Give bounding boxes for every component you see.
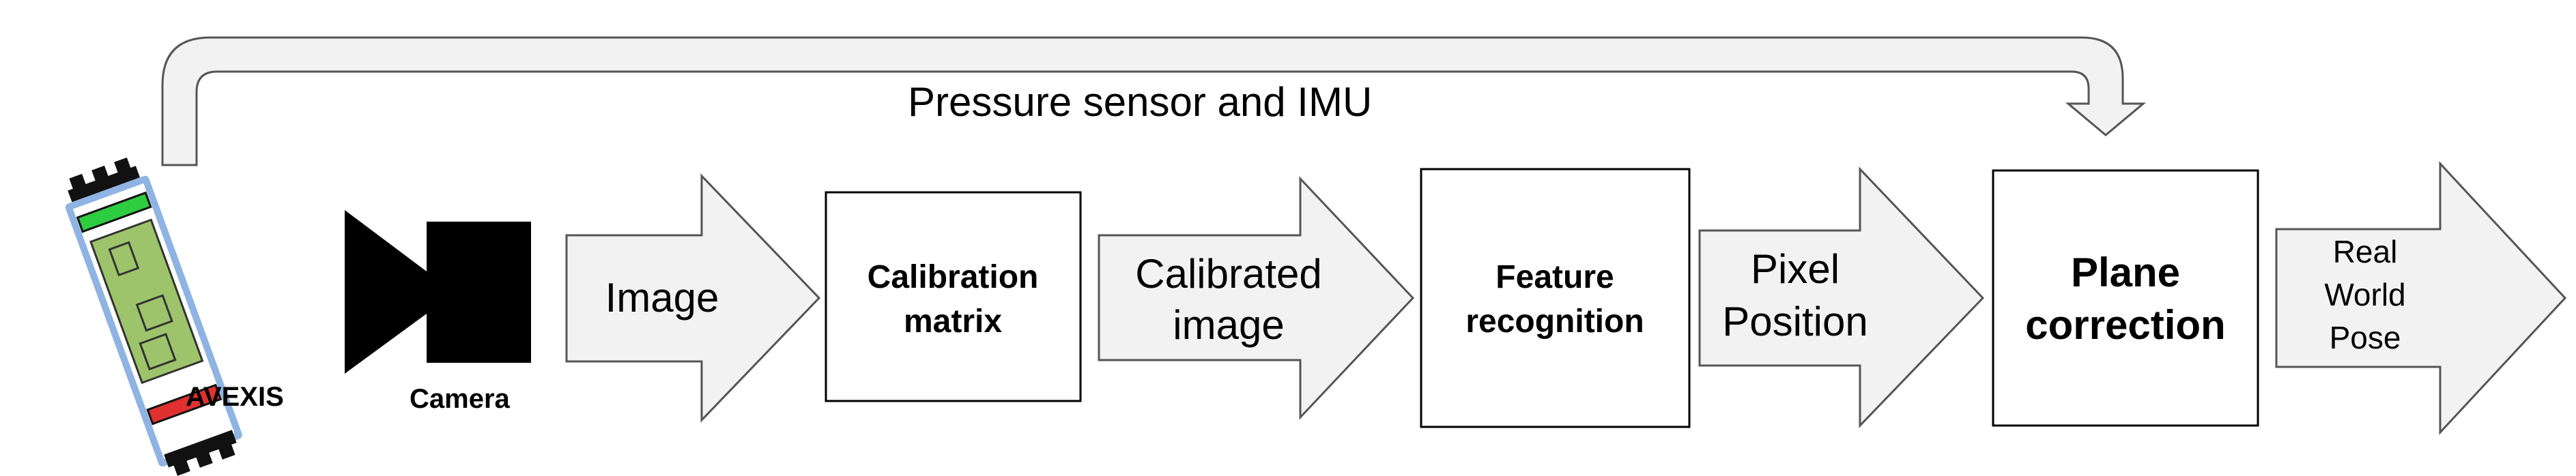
- arrow-pose-line2: World: [2324, 277, 2405, 312]
- box-plane-line1: Plane: [2071, 250, 2180, 295]
- arrow-pixel-position: Pixel Position: [1698, 166, 1985, 428]
- camera-label: Camera: [410, 384, 511, 414]
- arrow-pose-line1: Real: [2333, 234, 2398, 269]
- box-calibration-line2: matrix: [904, 303, 1002, 340]
- arrow-calibrated-image: Calibrated image: [1098, 176, 1415, 420]
- feedback-arrow: [161, 36, 2147, 166]
- box-feature-line1: Feature: [1495, 259, 1614, 295]
- box-calibration-matrix: Calibration matrix: [825, 191, 1082, 402]
- arrow-calibrated-line2: image: [1173, 302, 1284, 348]
- arrow-pose-line3: Pose: [2330, 320, 2401, 355]
- box-plane-correction: Plane correction: [1992, 169, 2259, 427]
- feedback-label: Pressure sensor and IMU: [908, 79, 1372, 125]
- arrow-image-label: Image: [605, 275, 719, 321]
- arrow-calibrated-line1: Calibrated: [1135, 251, 1322, 297]
- arrow-pixel-line2: Position: [1722, 299, 1867, 344]
- arrow-image: Image: [565, 173, 821, 423]
- arrow-real-world-pose: Real World Pose: [2275, 161, 2567, 435]
- avexis-label: AVEXIS: [186, 382, 284, 412]
- box-calibration-line1: Calibration: [868, 259, 1039, 295]
- video-camera-icon: [345, 210, 531, 374]
- avexis-icon: [65, 157, 242, 476]
- box-plane-line2: correction: [2025, 302, 2225, 348]
- arrow-pixel-line1: Pixel: [1751, 246, 1840, 292]
- box-feature-recognition: Feature recognition: [1420, 168, 1691, 428]
- box-feature-line2: recognition: [1465, 303, 1644, 340]
